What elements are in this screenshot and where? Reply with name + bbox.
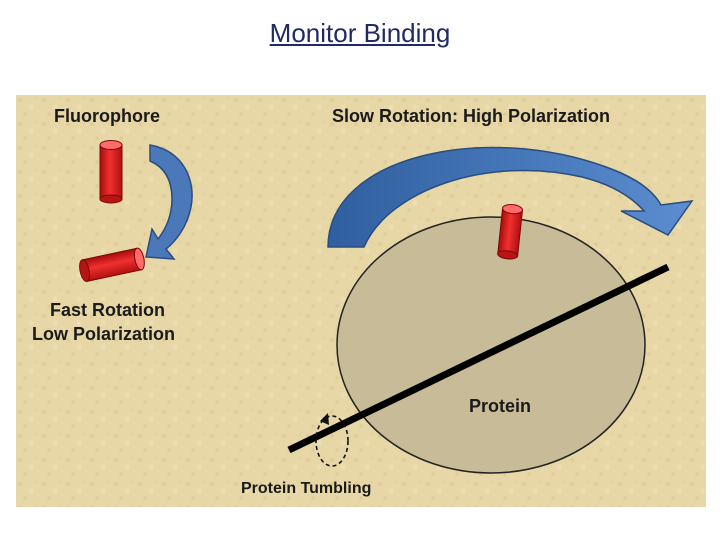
label-protein: Protein — [469, 396, 531, 416]
protein-axis-line — [287, 263, 670, 454]
label-protein-tumbling: Protein Tumbling — [241, 480, 371, 497]
tumbling-dashed-ellipse — [315, 415, 349, 467]
slow-rotation-arrow — [327, 146, 694, 248]
label-slow-rotation: Slow Rotation: High Polarization — [332, 106, 610, 126]
label-fast-rotation-line1: Fast Rotation — [50, 300, 165, 320]
bound-fluorophore-cylinder — [497, 204, 524, 260]
fast-rotation-arrow — [145, 144, 193, 260]
tumbling-arrowhead-icon — [320, 413, 329, 425]
fluorophore-upright-cylinder — [99, 140, 123, 204]
fluorophore-tilted-cylinder — [79, 247, 145, 282]
protein-ellipse — [336, 216, 646, 474]
slide-title: Monitor Binding — [269, 18, 451, 48]
label-fluorophore: Fluorophore — [54, 106, 160, 126]
label-fast-rotation-line2: Low Polarization — [32, 324, 175, 344]
binding-diagram: Fluorophore Slow Rotation: High Polariza… — [16, 95, 706, 507]
